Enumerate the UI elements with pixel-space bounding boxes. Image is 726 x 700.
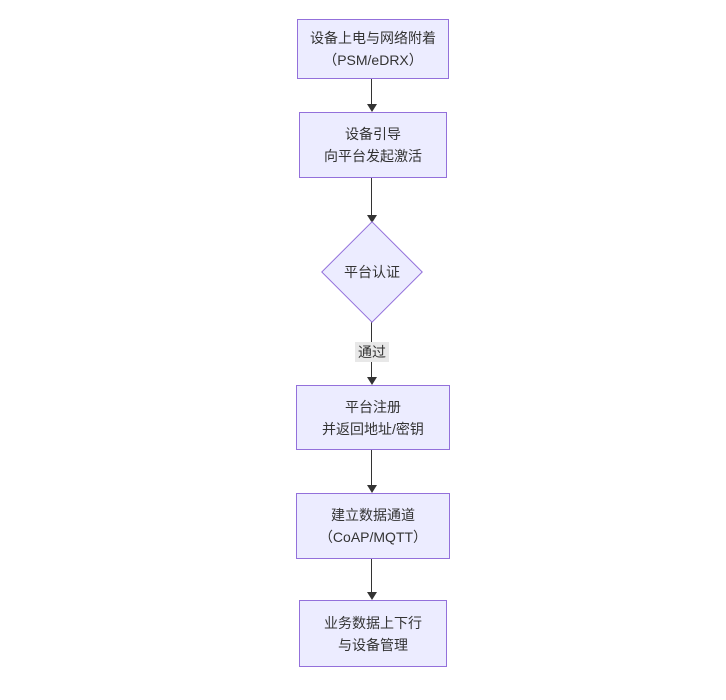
edge-label-pass: 通过 bbox=[355, 342, 389, 362]
node-text-line: 并返回地址/密钥 bbox=[322, 420, 424, 437]
node-text-line: 业务数据上下行 bbox=[324, 614, 422, 631]
node-text-line: （PSM/eDRX） bbox=[323, 52, 423, 68]
edge-power-to-bootstrap bbox=[371, 79, 372, 105]
edge-channel-to-business bbox=[371, 559, 372, 593]
node-text-line: 建立数据通道 bbox=[331, 507, 415, 523]
node-text-line: 设备上电与网络附着 bbox=[310, 30, 436, 46]
node-business-data: 业务数据上下行 与设备管理 bbox=[299, 600, 447, 667]
arrowhead-icon bbox=[367, 485, 377, 493]
node-data-channel: 建立数据通道 （CoAP/MQTT） bbox=[296, 493, 450, 559]
edge-register-to-channel bbox=[371, 450, 372, 486]
arrowhead-icon bbox=[367, 377, 377, 385]
node-text-line: （CoAP/MQTT） bbox=[318, 529, 428, 545]
arrowhead-icon bbox=[367, 592, 377, 600]
node-text-line: 平台注册 bbox=[345, 398, 401, 415]
node-text-line: 向平台发起激活 bbox=[324, 148, 422, 164]
edge-bootstrap-to-auth bbox=[371, 178, 372, 216]
node-text-line: 设备引导 bbox=[345, 126, 401, 142]
node-platform-register: 平台注册 并返回地址/密钥 bbox=[296, 385, 450, 450]
node-power-attach: 设备上电与网络附着 （PSM/eDRX） bbox=[297, 19, 449, 79]
node-platform-auth-label: 平台认证 bbox=[344, 264, 400, 280]
arrowhead-icon bbox=[367, 104, 377, 112]
arrowhead-icon bbox=[367, 215, 377, 223]
node-bootstrap-activate: 设备引导 向平台发起激活 bbox=[299, 112, 447, 178]
node-text-line: 与设备管理 bbox=[338, 636, 408, 653]
